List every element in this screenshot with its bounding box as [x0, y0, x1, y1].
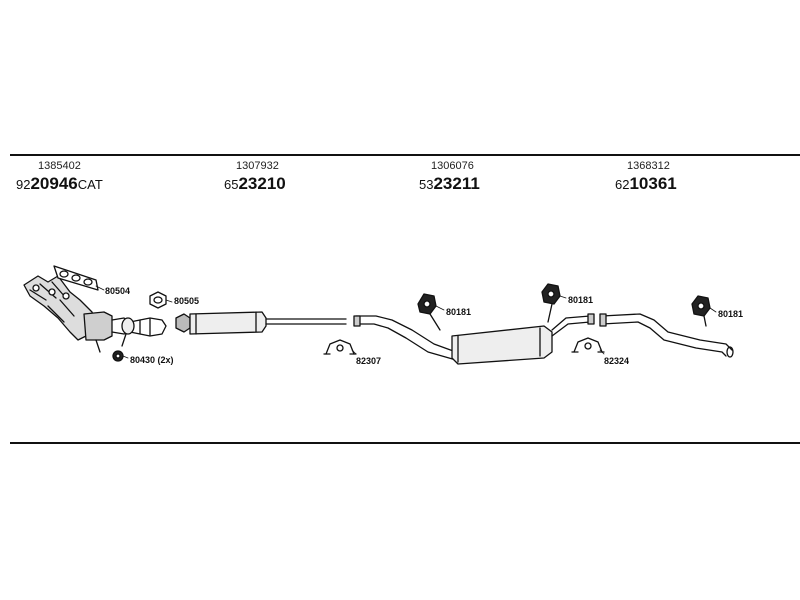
- oe-number-front-pipe: 1307932: [236, 160, 279, 172]
- label-clamp-2: 82324: [604, 356, 630, 366]
- label-hanger-1: 80181: [446, 307, 472, 317]
- front-pipe-silencer[interactable]: [175, 311, 347, 335]
- part-code-catalyst[interactable]: 9220946CAT: [16, 174, 103, 194]
- part-code-main: 23210: [238, 174, 286, 193]
- part-code-main: 23211: [433, 174, 480, 193]
- part-code-prefix: 62: [615, 177, 630, 192]
- label-clamp-1: 82307: [356, 356, 382, 366]
- manifold-gasket[interactable]: [53, 265, 99, 291]
- exhaust-manifold[interactable]: [23, 275, 99, 341]
- middle-silencer[interactable]: [353, 313, 595, 365]
- oe-number-middle-silencer: 1306076: [431, 160, 474, 172]
- oe-number-catalyst: 1385402: [38, 160, 81, 172]
- oe-number-tail-pipe: 1368312: [627, 160, 670, 172]
- tail-pipe[interactable]: [599, 313, 734, 358]
- rubber-hanger-2[interactable]: [541, 283, 561, 323]
- bottom-divider: [10, 442, 800, 444]
- flange-gasket[interactable]: [149, 291, 167, 309]
- label-hanger-2: 80181: [568, 295, 594, 305]
- leader-lines: [95, 285, 717, 359]
- part-code-prefix: 53: [419, 177, 434, 192]
- part-code-main: 10361: [629, 174, 677, 193]
- part-code-main: 20946: [30, 174, 78, 193]
- top-divider: [10, 154, 800, 156]
- rubber-hanger-3[interactable]: [691, 295, 711, 327]
- clamp-1[interactable]: [323, 339, 357, 355]
- part-code-middle-silencer[interactable]: 5323211: [419, 174, 480, 194]
- part-code-prefix: 92: [16, 177, 31, 192]
- part-code-prefix: 65: [224, 177, 239, 192]
- rubber-hanger-1[interactable]: [417, 293, 441, 331]
- part-code-tail-pipe[interactable]: 6210361: [615, 174, 677, 194]
- part-code-front-pipe[interactable]: 6523210: [224, 174, 286, 194]
- clamp-2[interactable]: [571, 337, 605, 353]
- flange-nut[interactable]: [112, 350, 124, 362]
- label-hanger-3: 80181: [718, 309, 744, 319]
- label-flange-gasket: 80505: [174, 296, 200, 306]
- label-flange-nut: 80430 (2x): [130, 355, 174, 365]
- catalytic-converter[interactable]: [83, 311, 167, 353]
- part-code-suffix: CAT: [77, 177, 103, 192]
- label-manifold-gasket: 80504: [105, 286, 131, 296]
